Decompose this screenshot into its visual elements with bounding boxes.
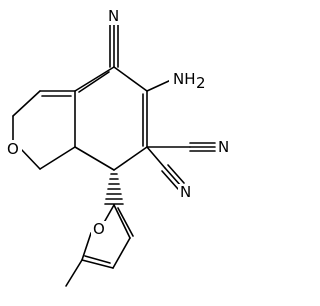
oxygen-label-furan: O [93,220,105,238]
amino-bond [146,79,172,92]
furan-double-bond-c4-c5 [84,255,111,264]
furan-bond-c2-c3 [113,204,131,239]
label-bg-o-furan [91,221,107,238]
ring-bond-c4-c4a [74,146,115,171]
furan-bond-c3-c4 [112,237,131,269]
ring-bond-c1-c8a [74,66,115,92]
label-bg-amino [169,70,203,88]
pyran-bond-c8-c7 [12,90,41,117]
amino-label: NH [173,70,196,88]
label-bg-top-n [104,8,124,25]
nitrogen-label-top: N [108,7,119,25]
molecule-structure: N NH 2 O N N O [4,7,232,287]
molecule-canvas: N NH 2 O N N O [4,7,232,287]
nitrogen-label-right-lower: N [180,183,191,201]
nitrile-lower-triple-bond-3 [167,164,185,184]
nitrile-lower-single-bond [146,146,166,169]
pyran-bond-c5-c4a [39,146,76,170]
amino-subscript: 2 [196,74,206,92]
pyran-bond-o-c5 [19,147,41,170]
nitrile-lower-triple-bond-1 [164,167,182,187]
nitrogen-label-right-upper: N [218,138,229,156]
oxygen-label-ring: O [7,140,19,158]
furan-double-bond-c2-c3 [117,207,134,237]
furan-bond-c5-o [81,232,92,261]
label-bg-n-lower [178,184,194,201]
ring-double-bond-c1-c8a [78,71,110,93]
methyl-bond [65,259,83,287]
ring-bond-c3-c4 [113,146,148,171]
label-bg-o-ring [4,140,22,157]
nitrile-lower-triple-bond-2 [161,170,179,190]
label-bg-n-upper [216,139,232,156]
furan-bond-c4-c5 [81,259,114,269]
ring-bond-c1-c2 [113,66,148,92]
